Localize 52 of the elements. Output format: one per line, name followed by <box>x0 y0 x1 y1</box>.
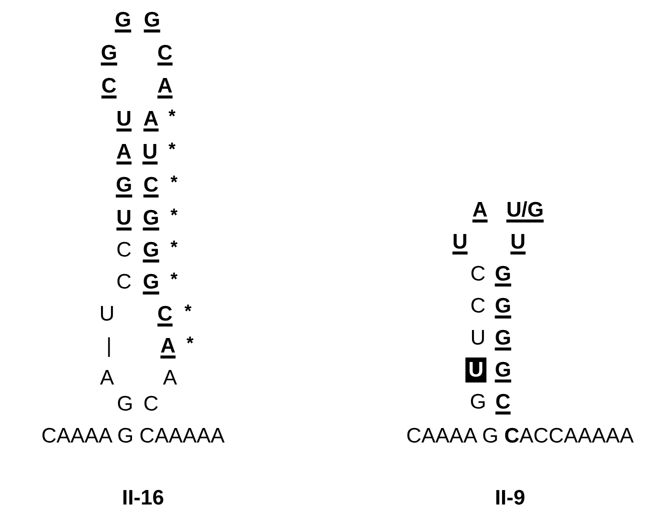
asterisk-mark: * <box>184 302 192 320</box>
asterisk-mark: * <box>170 270 178 288</box>
base-letter: G <box>494 264 512 284</box>
base-letter: U <box>99 304 115 324</box>
base-letter: U <box>142 142 158 162</box>
base-letter: A <box>143 108 159 130</box>
base-letter: A <box>157 76 173 96</box>
highlighted-base-letter: U <box>465 358 487 382</box>
asterisk-mark: * <box>168 140 176 158</box>
asterisk-mark: * <box>170 238 178 256</box>
base-letter: A <box>472 200 488 220</box>
base-letter: C <box>495 392 511 412</box>
base-letter: C <box>116 272 132 292</box>
base-letter: C <box>143 394 159 414</box>
base-letter: U <box>510 232 526 252</box>
base-letter: G <box>494 296 512 316</box>
sequence-text: CAAAA G CACCAAAAA <box>406 426 634 446</box>
base-letter: G <box>116 394 134 414</box>
pair-line: | <box>106 336 112 356</box>
base-letter: G <box>494 328 512 348</box>
structure-label: II-9 <box>494 488 526 508</box>
base-letter: C <box>470 264 486 284</box>
sequence-text: II-16 <box>122 488 164 508</box>
sequence-text: CAAAA G CAAAAA <box>41 426 225 446</box>
asterisk-mark: * <box>170 173 178 191</box>
base-letter: C <box>101 76 117 96</box>
base-letter: C <box>157 304 173 324</box>
base-letter: U/G <box>506 200 544 220</box>
base-letter: G <box>116 174 132 196</box>
base-letter: C <box>157 42 173 64</box>
base-letter: C <box>143 174 159 196</box>
base-letter: G <box>494 360 512 380</box>
base-letter: C <box>470 296 486 316</box>
base-letter: G <box>470 392 486 412</box>
base-letter: G <box>142 208 160 228</box>
base-letter: C <box>116 240 132 260</box>
base-letter: A <box>163 368 177 388</box>
base-letter: G <box>114 10 132 30</box>
base-letter: U <box>116 108 132 130</box>
base-letter: G <box>100 42 118 64</box>
base-letter: G <box>142 240 160 260</box>
base-letter: U <box>116 208 132 228</box>
base-letter: U <box>452 232 468 252</box>
base-letter: A <box>100 368 114 388</box>
base-letter: G <box>142 272 160 292</box>
asterisk-mark: * <box>168 107 176 125</box>
base-letter: G <box>144 10 160 30</box>
asterisk-mark: * <box>170 206 178 224</box>
asterisk-mark: * <box>186 334 194 352</box>
base-letter: U <box>470 328 486 348</box>
base-letter: A <box>160 336 176 356</box>
base-letter: A <box>116 142 132 162</box>
